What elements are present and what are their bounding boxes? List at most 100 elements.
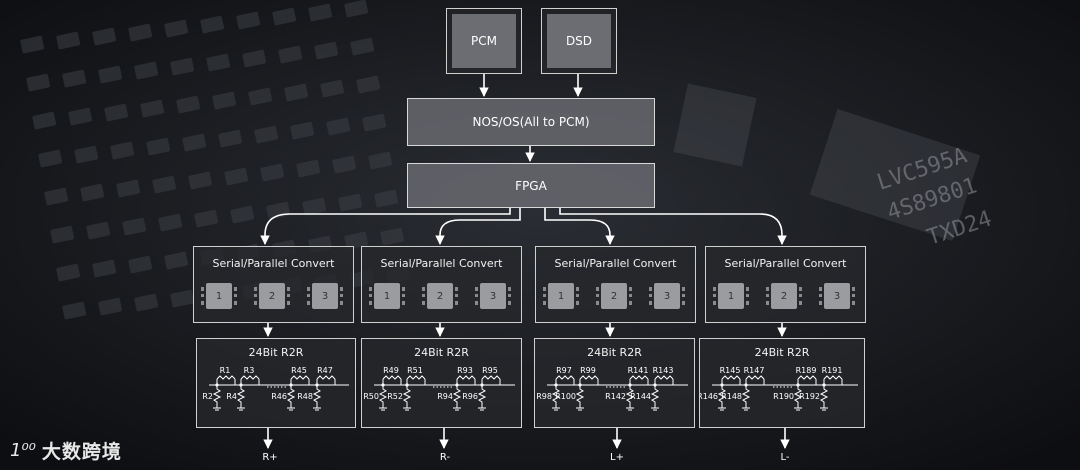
bottom-resistor-label: R94: [437, 392, 453, 401]
resistor-bottom: [551, 385, 561, 408]
chip-icon: 2: [596, 283, 632, 309]
resistor-bottom: [741, 385, 751, 408]
resistor-bottom: [212, 385, 222, 408]
chip-icon: 1: [713, 283, 749, 309]
bottom-resistor-label: R96: [462, 392, 478, 401]
resistor-top: [216, 375, 236, 380]
r2r-title: 24Bit R2R: [587, 346, 642, 359]
ground-icon: [287, 407, 295, 411]
ground-icon: [478, 407, 486, 411]
top-resistor-label: R141: [628, 366, 649, 375]
resistor-top: [555, 375, 575, 380]
top-resistor-label: R95: [482, 366, 498, 375]
logo-text: 大数跨境: [41, 440, 122, 463]
arrow-fpga-to-ch2: [435, 208, 521, 245]
top-resistor-label: R47: [317, 366, 333, 375]
resistor-top: [745, 375, 765, 380]
resistor-bottom: [378, 385, 388, 408]
top-resistor-label: R145: [720, 366, 741, 375]
chip-icon: 3: [475, 283, 511, 309]
bottom-resistor-label: R190: [773, 392, 794, 401]
output-label-r-minus: R-: [439, 452, 451, 463]
bottom-resistor-label: R4: [226, 392, 237, 401]
convert-panel-3: Serial/Parallel Convert 1 2 3: [535, 246, 696, 323]
r2r-title: 24Bit R2R: [414, 346, 469, 359]
top-resistor-label: R93: [457, 366, 473, 375]
bottom-resistor-label: R144: [630, 392, 651, 401]
top-resistor-label: R99: [580, 366, 596, 375]
resistor-top: [654, 375, 674, 380]
ground-icon: [742, 407, 750, 411]
resistor-bottom: [477, 385, 487, 408]
resistor-top: [797, 375, 817, 380]
fpga-box: FPGA: [407, 163, 655, 208]
bottom-resistor-label: R148: [721, 392, 742, 401]
ground-icon: [552, 407, 560, 411]
bottom-resistor-label: R52: [387, 392, 403, 401]
dsd-source-box: DSD: [541, 8, 617, 74]
top-resistor-label: R1: [220, 366, 231, 375]
arrow-fpga-to-ch3: [544, 208, 615, 245]
ground-icon: [213, 407, 221, 411]
convert-title: Serial/Parallel Convert: [212, 257, 335, 270]
bottom-resistor-label: R142: [605, 392, 626, 401]
ground-icon: [237, 407, 245, 411]
resistor-bottom: [286, 385, 296, 408]
pcm-source-box: PCM: [446, 8, 522, 74]
ground-icon: [820, 407, 828, 411]
nos-os-box: NOS/OS(All to PCM): [407, 98, 655, 146]
resistor-top: [456, 375, 476, 380]
resistor-top: [406, 375, 426, 380]
resistor-bottom: [819, 385, 829, 408]
chip-icon: 3: [649, 283, 685, 309]
chip-icon: 3: [307, 283, 343, 309]
chip-icon: 1: [543, 283, 579, 309]
bottom-resistor-label: R98: [536, 392, 552, 401]
chip-icon: 2: [422, 283, 458, 309]
chip-icon: 2: [254, 283, 290, 309]
convert-title: Serial/Parallel Convert: [554, 257, 677, 270]
resistor-bottom: [793, 385, 803, 408]
nos-os-label: NOS/OS(All to PCM): [472, 115, 590, 129]
bottom-resistor-label: R48: [297, 392, 313, 401]
bottom-resistor-label: R2: [202, 392, 213, 401]
chip-icon: 1: [201, 283, 237, 309]
bottom-resistor-label: R146: [700, 392, 718, 401]
resistor-top: [240, 375, 260, 380]
bottom-resistor-label: R46: [271, 392, 287, 401]
ground-icon: [794, 407, 802, 411]
top-resistor-label: R3: [244, 366, 255, 375]
ground-icon: [403, 407, 411, 411]
convert-panel-1: Serial/Parallel Convert 1 2 3: [193, 246, 354, 323]
convert-title: Serial/Parallel Convert: [724, 257, 847, 270]
dsd-label: DSD: [547, 14, 611, 68]
top-resistor-label: R49: [383, 366, 399, 375]
brand-logo: 1⁰⁰ 大数跨境: [10, 436, 122, 464]
chip-icon: 1: [369, 283, 405, 309]
resistor-top: [290, 375, 310, 380]
resistor-top: [629, 375, 649, 380]
top-resistor-label: R191: [822, 366, 843, 375]
r2r-title: 24Bit R2R: [248, 346, 304, 359]
resistor-top: [823, 375, 843, 380]
r2r-panel-4: 24Bit R2R R145R146R147R148R189R190R191R1…: [699, 338, 865, 428]
ground-icon: [576, 407, 584, 411]
top-resistor-label: R97: [556, 366, 572, 375]
resistor-top: [481, 375, 501, 380]
bottom-resistor-label: R100: [555, 392, 576, 401]
top-resistor-label: R51: [407, 366, 423, 375]
output-label-r-plus: R+: [262, 452, 278, 463]
resistor-bottom: [236, 385, 246, 408]
pcm-label: PCM: [452, 14, 516, 68]
convert-panel-2: Serial/Parallel Convert 1 2 3: [361, 246, 522, 323]
arrow-fpga-to-ch1: [260, 208, 511, 245]
resistor-top: [579, 375, 599, 380]
ground-icon: [313, 407, 321, 411]
convert-title: Serial/Parallel Convert: [380, 257, 503, 270]
ground-icon: [626, 407, 634, 411]
